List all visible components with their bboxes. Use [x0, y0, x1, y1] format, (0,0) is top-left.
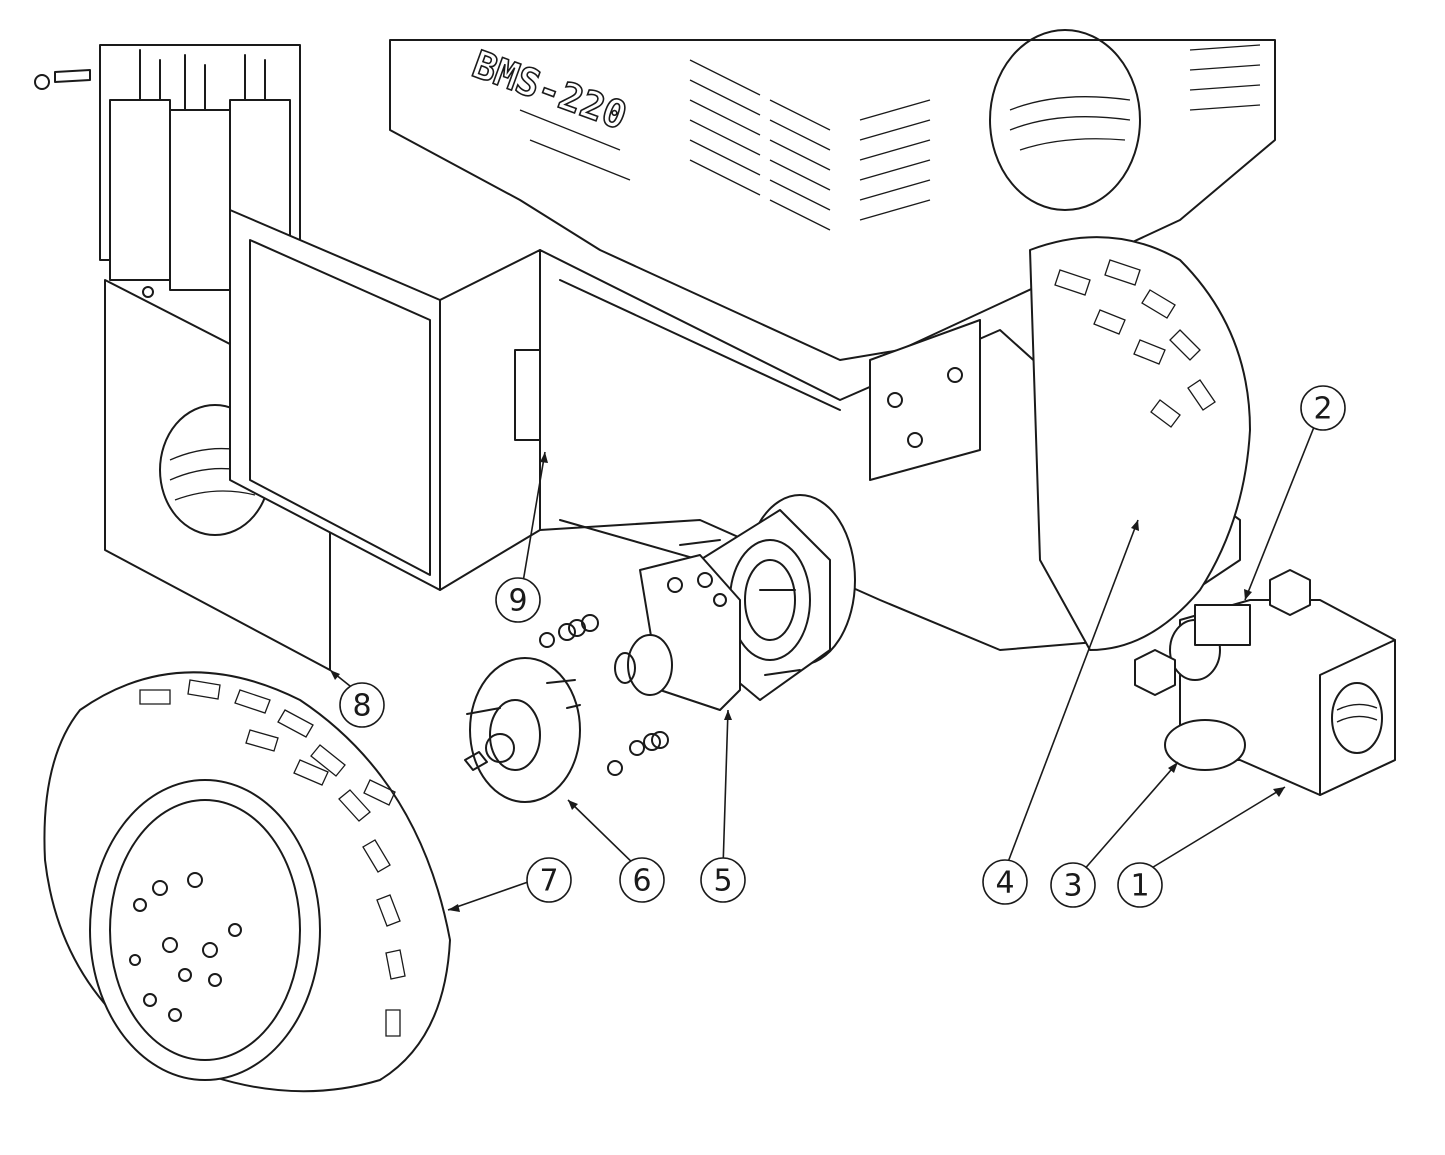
callout-9: 9 — [495, 577, 541, 623]
callouts: 1 2 3 4 5 6 7 8 — [329, 385, 1346, 912]
svg-text:7: 7 — [539, 864, 558, 899]
callout-8: 8 — [339, 682, 385, 728]
callout-7: 7 — [526, 857, 572, 903]
gear-motor — [614, 494, 856, 711]
callout-2: 2 — [1300, 385, 1346, 431]
svg-text:8: 8 — [352, 689, 371, 724]
svg-text:2: 2 — [1313, 392, 1332, 427]
svg-text:5: 5 — [713, 864, 732, 899]
callout-6: 6 — [619, 857, 665, 903]
motor-controller — [1134, 569, 1396, 796]
svg-text:3: 3 — [1063, 869, 1082, 904]
rear-wheel — [1029, 236, 1251, 651]
front-wheel — [43, 671, 451, 1093]
wheel-hub — [464, 657, 581, 803]
machine-body: BMS-220 — [389, 29, 1276, 361]
svg-text:9: 9 — [508, 584, 527, 619]
nuts — [539, 614, 669, 776]
callout-1: 1 — [1117, 862, 1163, 908]
svg-text:6: 6 — [632, 864, 651, 899]
callout-5: 5 — [700, 857, 746, 903]
svg-text:4: 4 — [995, 866, 1014, 901]
svg-text:1: 1 — [1130, 869, 1149, 904]
callout-4: 4 — [982, 859, 1028, 905]
callout-3: 3 — [1050, 862, 1096, 908]
